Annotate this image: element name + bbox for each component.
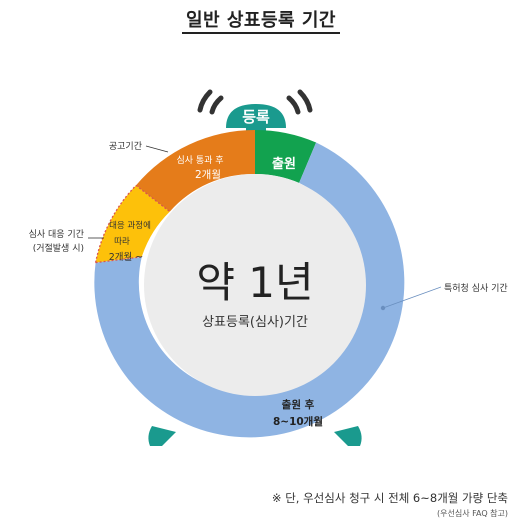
segment-response bbox=[95, 185, 170, 263]
center-big-label: 약 1년 bbox=[196, 258, 313, 307]
response-callout-line-2: (거절발생 시) bbox=[33, 242, 84, 254]
alarm-top-label: 등록 bbox=[242, 108, 270, 126]
patent-office-callout: 특허청 심사 기간 bbox=[444, 283, 508, 294]
segment-filing bbox=[255, 129, 317, 183]
wait-line-2: 8~10개월 bbox=[273, 415, 323, 428]
patent-office-leader-dot bbox=[380, 305, 386, 311]
alarm-bell-top bbox=[226, 104, 286, 128]
alarm-stem bbox=[246, 125, 266, 134]
filing-label: 출원 bbox=[272, 156, 296, 172]
response-line-3: 2개월 ~ bbox=[109, 251, 144, 263]
bell-ring-mark-right-inner bbox=[286, 95, 301, 115]
footnote: ※ 단, 우선심사 청구 시 전체 6~8개월 가량 단축 bbox=[271, 491, 508, 505]
bell-ring-mark-right-outer bbox=[297, 89, 313, 113]
clock-face bbox=[144, 174, 366, 396]
bell-ring-mark-left-outer bbox=[197, 89, 213, 113]
footnote-sub: (우선심사 FAQ 참고) bbox=[437, 509, 508, 518]
response-callout-line-1: 심사 대응 기간 bbox=[29, 229, 84, 240]
alarm-foot-left bbox=[148, 426, 176, 446]
response-outer-dotted bbox=[94, 184, 137, 263]
patent-office-leader bbox=[382, 286, 442, 309]
publication-leader bbox=[145, 145, 169, 153]
response-line-1: 대응 과정에 bbox=[109, 220, 151, 231]
wait-line-1: 출원 후 bbox=[282, 398, 315, 411]
publication-callout: 공고기간 bbox=[109, 141, 142, 152]
page-title: 일반 상표등록 기간 bbox=[185, 10, 336, 31]
bell-ring-mark-left-inner bbox=[209, 95, 224, 115]
after-review-line-2: 2개월 bbox=[195, 169, 221, 181]
title-underline bbox=[182, 32, 340, 34]
center-small-label: 상표등록(심사)기간 bbox=[202, 315, 308, 330]
after-review-line-1: 심사 통과 후 bbox=[176, 155, 223, 166]
segment-publication bbox=[136, 129, 255, 212]
alarm-foot-right bbox=[334, 426, 362, 446]
response-divider-dotted bbox=[135, 184, 171, 213]
response-line-2: 따라 bbox=[114, 237, 130, 247]
